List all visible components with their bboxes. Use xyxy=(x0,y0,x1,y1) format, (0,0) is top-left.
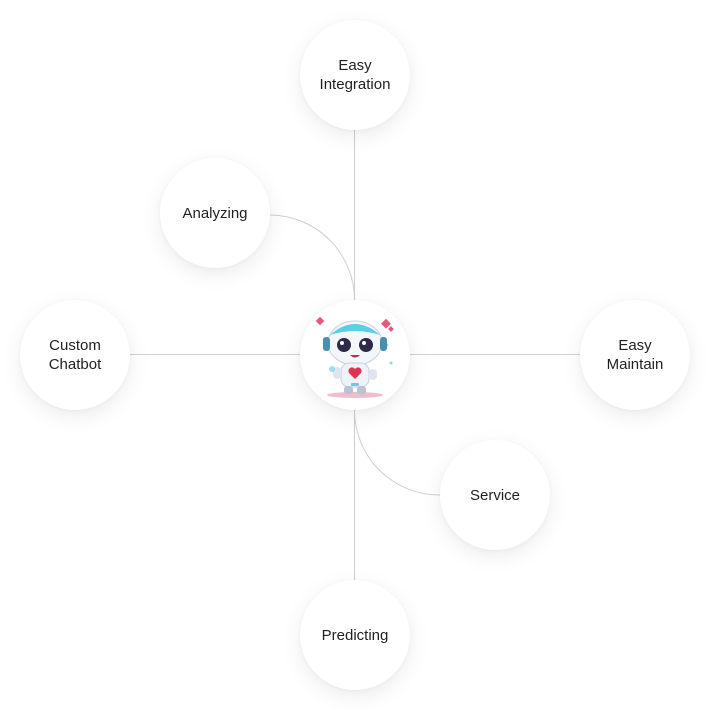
node-label: Custom Chatbot xyxy=(48,337,102,373)
node-label: Analyzing xyxy=(182,204,248,222)
node-analyzing[interactable]: Analyzing xyxy=(160,158,270,268)
node-service[interactable]: Service xyxy=(440,440,550,550)
node-easy-maintain[interactable]: Easy Maintain xyxy=(580,300,690,410)
center-hub xyxy=(300,300,410,410)
node-label: Easy Maintain xyxy=(606,337,664,373)
node-predicting[interactable]: Predicting xyxy=(300,580,410,690)
node-label: Service xyxy=(469,486,521,504)
node-label: Easy Integration xyxy=(319,57,391,93)
node-custom-chatbot[interactable]: Custom Chatbot xyxy=(20,300,130,410)
connector-service xyxy=(354,409,441,496)
node-label: Predicting xyxy=(321,626,389,644)
robot-mascot-icon xyxy=(315,316,394,398)
connector-analyzing xyxy=(269,214,355,301)
node-easy-integration[interactable]: Easy Integration xyxy=(300,20,410,130)
